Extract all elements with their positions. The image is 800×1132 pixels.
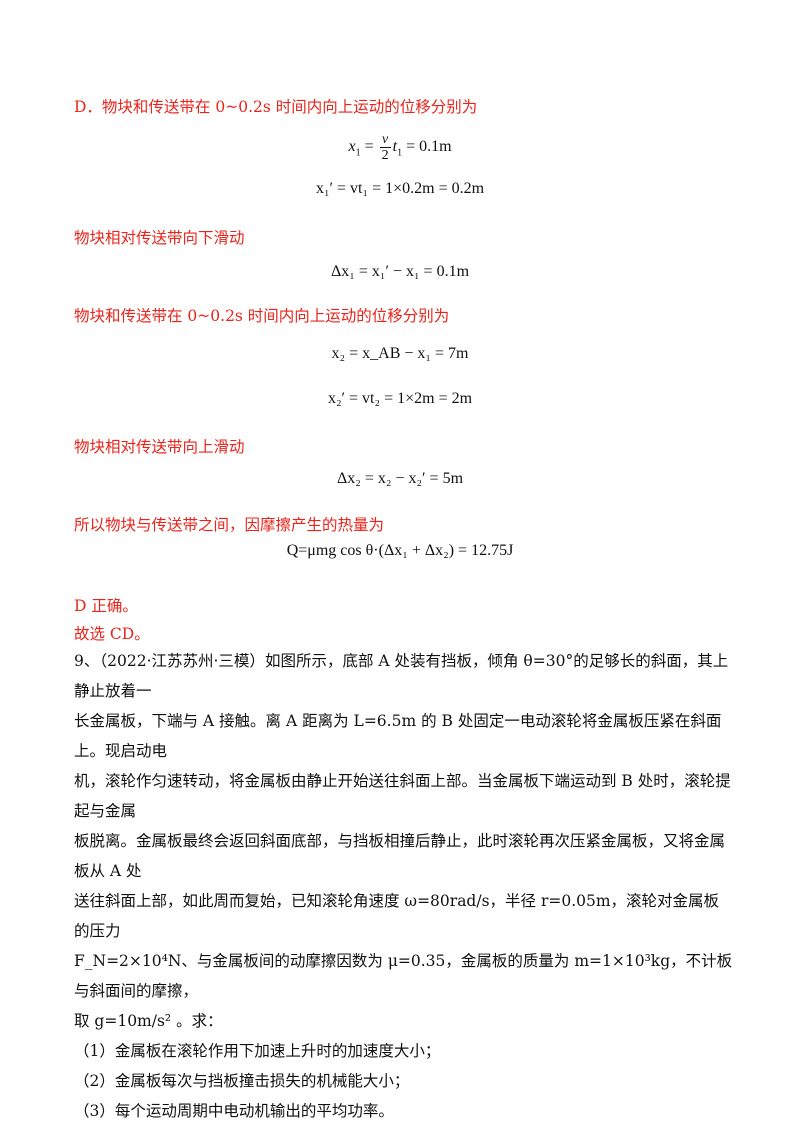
- eq1-fraction: v 2: [379, 132, 391, 163]
- eq1-lhs: x: [348, 138, 356, 156]
- d-correct-text: D 正确。: [74, 597, 138, 615]
- choose-text: 故选 CD。: [74, 625, 150, 643]
- question-line-6: F_N=2×10⁴N、与金属板间的动摩擦因数为 μ=0.35，金属板的质量为 m…: [74, 952, 733, 1000]
- eq1-t-sub: 1: [397, 147, 403, 159]
- question-number: 9、: [74, 652, 100, 670]
- equation-3: Δx₁ = x₁′ − x₁ = 0.1m: [330, 263, 470, 280]
- equation-6: Δx₂ = x₂ − x₂′ = 5m: [336, 470, 464, 487]
- equation-1: x1 = v 2 t1 = 0.1m: [348, 132, 452, 163]
- heat-text: 所以物块与传送带之间，因摩擦产生的热量为: [74, 516, 385, 534]
- question-line-4: 板脱离。金属板最终会返回斜面底部，与挡板相撞后静止，此时滚轮再次压紧金属板，又将…: [74, 832, 726, 880]
- relative-down-text: 物块相对传送带向下滑动: [74, 229, 245, 247]
- question-source: （2022·江苏苏州·三模）: [99, 652, 265, 670]
- eq1-frac-den: 2: [381, 148, 389, 163]
- equation-4: x₂ = x_AB − x₁ = 7m: [331, 345, 469, 362]
- relative-up-text: 物块相对传送带向上滑动: [74, 438, 245, 456]
- sub-question-1: （1）金属板在滚轮作用下加速上升时的加速度大小；: [74, 1042, 441, 1060]
- equation-2: x₁′ = vt₁ = 1×0.2m = 0.2m: [315, 180, 485, 197]
- eq1-frac-num: v: [379, 132, 391, 148]
- question-line-7: 取 g=10m/s² 。求：: [74, 1012, 223, 1030]
- question-line-5: 送往斜面上部，如此周而复始，已知滚轮角速度 ω=80rad/s，半径 r=0.0…: [74, 892, 720, 940]
- question-line-1: 9、（2022·江苏苏州·三模）如图所示，底部 A 处装有挡板，倾角 θ=30°…: [74, 646, 734, 706]
- sub-question-3: （3）每个运动周期中电动机输出的平均功率。: [74, 1102, 394, 1120]
- eq1-rhs: = 0.1m: [402, 138, 452, 156]
- d-title: D．物块和传送带在 0~0.2s 时间内向上运动的位移分别为: [74, 98, 478, 116]
- eq1-lhs-sub: 1: [355, 147, 361, 159]
- equation-5: x₂′ = vt₂ = 1×2m = 2m: [327, 390, 473, 407]
- eq1-t: t: [392, 138, 398, 156]
- question-9: 9、（2022·江苏苏州·三模）如图所示，底部 A 处装有挡板，倾角 θ=30°…: [74, 646, 734, 1126]
- sub-question-2: （2）金属板每次与挡板撞击损失的机械能大小；: [74, 1072, 410, 1090]
- question-line-2: 长金属板，下端与 A 接触。离 A 距离为 L=6.5m 的 B 处固定一电动滚…: [74, 712, 722, 760]
- question-line-3: 机，滚轮作匀速转动，将金属板由静止开始送往斜面上部。当金属板下端运动到 B 处时…: [74, 772, 731, 820]
- second-title: 物块和传送带在 0~0.2s 时间内向上运动的位移分别为: [74, 307, 450, 325]
- question-text-1: 如图所示，底部 A 处装有挡板，倾角 θ=30°的足够长的斜面，其上静止放着一: [74, 652, 729, 700]
- equation-7: Q=μmg cos θ·(Δx₁ + Δx₂) = 12.75J: [286, 542, 514, 559]
